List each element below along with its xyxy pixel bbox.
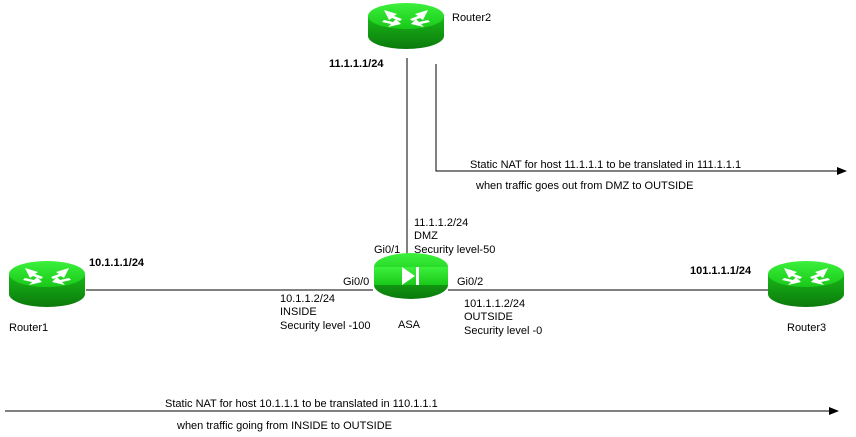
inside-ip: 10.1.1.2/24: [280, 293, 336, 305]
dmz-security: Security level-50: [414, 244, 496, 256]
outside-security: Security level -0: [464, 325, 543, 337]
dmz-zone: DMZ: [414, 230, 438, 242]
gi02-label: Gi0/2: [457, 276, 484, 288]
inside-security: Security level -100: [280, 320, 371, 332]
router1-icon[interactable]: [9, 261, 85, 307]
router1-label: Router1: [9, 322, 49, 334]
outside-zone: OUTSIDE: [464, 311, 513, 323]
inside-zone: INSIDE: [280, 306, 317, 318]
dmz-nat-note-2: when traffic goes out from DMZ to OUTSID…: [476, 180, 694, 192]
outside-ip: 101.1.1.2/24: [464, 298, 526, 310]
dmz-ip: 11.1.1.2/24: [414, 217, 469, 229]
router3-icon[interactable]: [768, 261, 844, 307]
dmz-nat-arrow: [435, 64, 847, 175]
router2-label: Router2: [452, 12, 492, 24]
inside-nat-note: Static NAT for host 10.1.1.1 to be trans…: [165, 398, 438, 410]
router2-icon[interactable]: [368, 3, 444, 49]
router3-ip: 101.1.1.1/24: [690, 265, 752, 277]
inside-nat-note-2: when traffic going from INSIDE to OUTSID…: [177, 420, 392, 432]
dmz-nat-note: Static NAT for host 11.1.1.1 to be trans…: [470, 159, 742, 171]
router3-label: Router3: [787, 322, 827, 334]
router1-ip: 10.1.1.1/24: [89, 257, 145, 269]
asa-label: ASA: [398, 319, 421, 331]
gi00-label: Gi0/0: [343, 276, 370, 288]
asa-firewall-icon[interactable]: [374, 253, 448, 299]
router2-ip: 11.1.1.1/24: [329, 58, 384, 70]
gi01-label: Gi0/1: [374, 244, 401, 256]
